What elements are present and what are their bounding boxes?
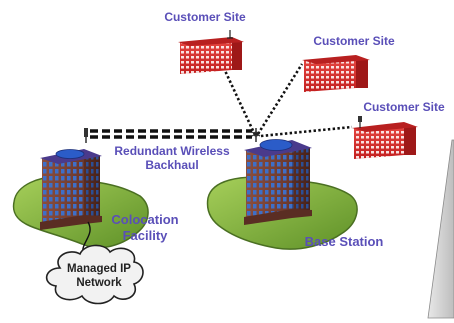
customer-site-2-building — [302, 55, 370, 92]
customer-site-1-label: Customer Site — [164, 10, 246, 24]
customer-site-3-building — [352, 116, 418, 159]
managed-ip-cloud — [45, 244, 144, 305]
colocation-label-line2: Facility — [122, 228, 168, 243]
link-customer-site-2 — [256, 63, 304, 135]
link-customer-site-3 — [260, 125, 353, 138]
customer-site-3-label: Customer Site — [363, 100, 445, 114]
customer-site-1-building — [178, 30, 244, 74]
perspective-bar — [427, 139, 454, 319]
cloud-label-line2: Network — [76, 277, 122, 289]
base-station-label: Base Station — [304, 234, 384, 249]
backhaul-label-line2: Backhaul — [145, 158, 199, 172]
base-station-building — [244, 139, 312, 225]
customer-site-2-label: Customer Site — [313, 34, 395, 48]
colocation-label-line1: Colocation — [111, 212, 179, 227]
backhaul-label-line1: Redundant Wireless — [114, 144, 230, 158]
link-customer-site-1 — [219, 61, 257, 136]
colocation-antenna-icon — [84, 128, 88, 143]
cloud-label-line1: Managed IP — [67, 263, 131, 275]
base-station-antenna-icon — [251, 128, 261, 142]
colocation-building — [40, 149, 102, 230]
